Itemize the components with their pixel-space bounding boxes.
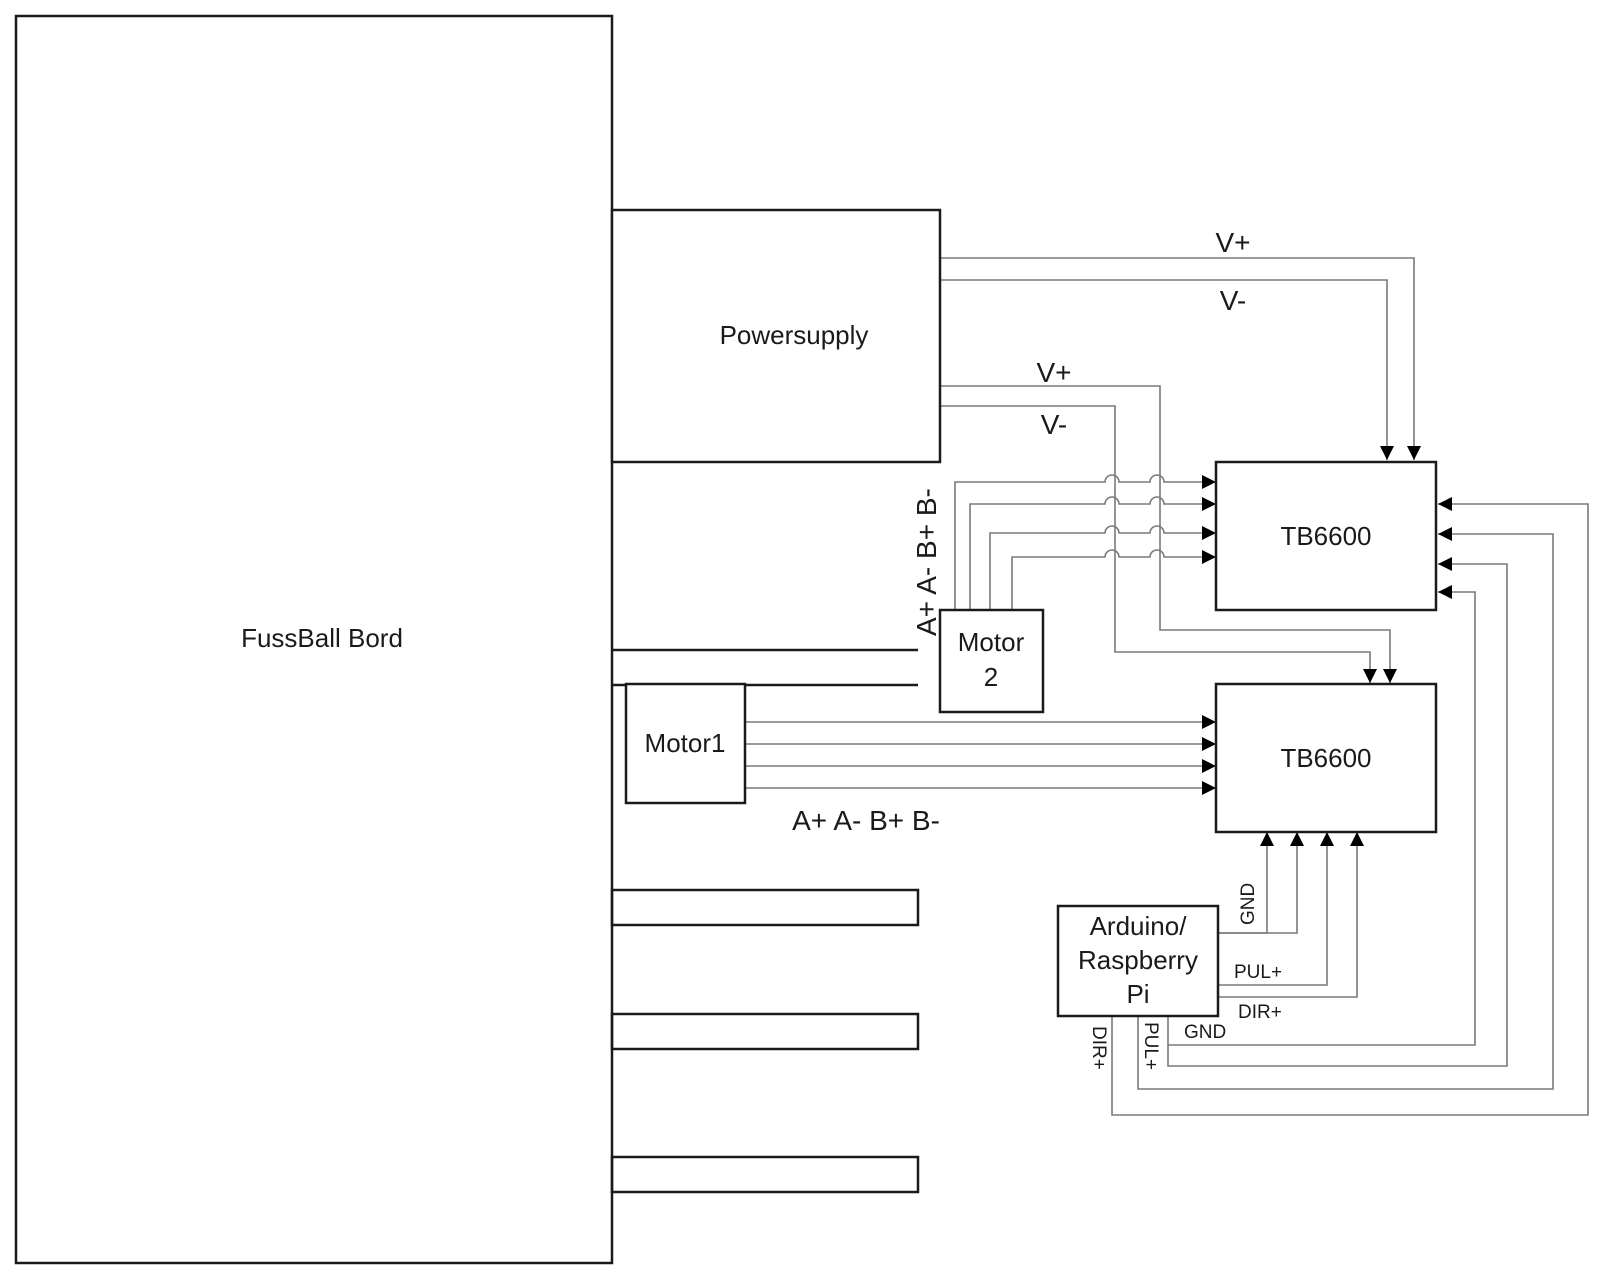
motor2-phase-labels: A+ A- B+ B- bbox=[911, 488, 942, 636]
gnd-bottom-label: GND bbox=[1184, 1022, 1226, 1043]
controller-label-line1: Arduino/ bbox=[1090, 911, 1188, 941]
controller-bottom-wires bbox=[1218, 832, 1364, 998]
dir-right-label: DIR+ bbox=[1238, 1002, 1282, 1023]
controller-top-wires bbox=[1111, 497, 1589, 1116]
fussball-board-block bbox=[14, 14, 614, 1265]
tb6600-bottom-label: TB6600 bbox=[1280, 743, 1371, 773]
tb6600-top-label: TB6600 bbox=[1280, 521, 1371, 551]
motor1-block bbox=[624, 682, 747, 805]
motor2-block bbox=[938, 608, 1045, 714]
rod-bar bbox=[610, 1155, 920, 1194]
board-label: FussBall Bord bbox=[241, 623, 403, 653]
dir-down-label: DIR+ bbox=[1088, 1026, 1109, 1070]
controller-block bbox=[1056, 904, 1220, 1018]
motor1-phase-labels: A+ A- B+ B- bbox=[792, 805, 940, 836]
motor1-label: Motor1 bbox=[645, 728, 726, 758]
power-wires bbox=[940, 257, 1421, 683]
controller-label-line3: Pi bbox=[1126, 979, 1149, 1009]
vminus-mid-label: V- bbox=[1041, 409, 1067, 440]
controller-label-line2: Raspberry bbox=[1078, 945, 1198, 975]
gnd-up-label: GND bbox=[1238, 883, 1259, 925]
tb6600-bottom-block bbox=[1214, 682, 1438, 834]
rod-bar bbox=[610, 1012, 920, 1051]
motor2-label-line1: Motor bbox=[958, 627, 1025, 657]
powersupply-block bbox=[610, 208, 942, 464]
motor2-wires bbox=[954, 474, 1216, 610]
rod-bar bbox=[610, 888, 920, 927]
vplus-mid-label: V+ bbox=[1036, 357, 1071, 388]
tb6600-top-block bbox=[1214, 460, 1438, 612]
motor1-wires bbox=[745, 715, 1216, 795]
powersupply-label: Powersupply bbox=[720, 320, 869, 350]
vminus-top-label: V- bbox=[1220, 285, 1246, 316]
motor2-label-line2: 2 bbox=[984, 662, 998, 692]
pul-right-label: PUL+ bbox=[1234, 962, 1282, 983]
pul-down-label: PUL+ bbox=[1140, 1022, 1161, 1070]
vplus-top-label: V+ bbox=[1215, 227, 1250, 258]
